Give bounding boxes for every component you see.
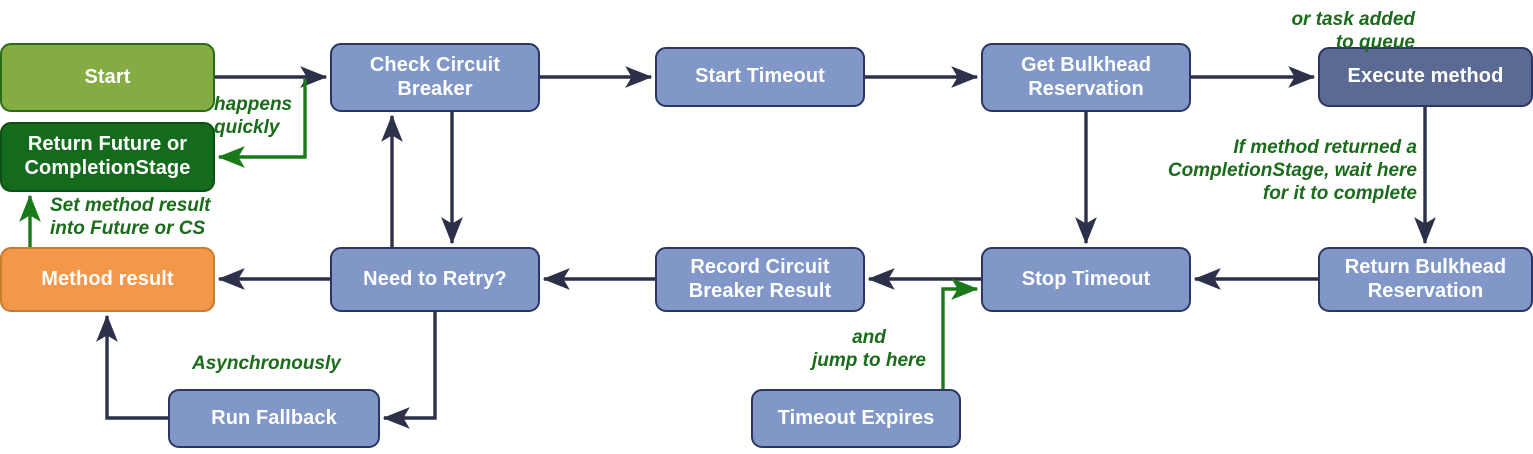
node-start-timeout-label: Start Timeout <box>695 65 825 88</box>
node-record-circuit-breaker-result-label: Record Circuit Breaker Result <box>688 255 832 302</box>
node-execute-method-label: Execute method <box>1347 65 1504 88</box>
node-check-circuit-breaker-label: Check Circuit Breaker <box>369 53 501 100</box>
node-record-circuit-breaker-result[interactable]: Record Circuit Breaker Result <box>655 247 865 312</box>
node-get-bulkhead-reservation-label: Get Bulkhead Reservation <box>1020 53 1152 100</box>
node-start[interactable]: Start <box>0 43 215 112</box>
annotation-and-jump-to-here: and jump to here <box>811 327 926 372</box>
edge-need-retry-to-run-fallback <box>382 312 437 429</box>
annotation-asynchronously: Asynchronously <box>192 353 341 374</box>
edge-start-to-return-future-green <box>217 79 307 168</box>
node-run-fallback[interactable]: Run Fallback <box>168 389 380 448</box>
annotation-if-method-returned-completionstage: If method returned a CompletionStage, wa… <box>1167 137 1417 205</box>
annotation-set-method-result: Set method result into Future or CS <box>50 195 211 240</box>
node-method-result[interactable]: Method result <box>0 247 215 312</box>
node-execute-method[interactable]: Execute method <box>1318 47 1533 107</box>
edge-timeout-expires-to-stop-timeout-green <box>941 278 979 389</box>
node-stop-timeout[interactable]: Stop Timeout <box>981 247 1191 312</box>
node-return-future-label: Return Future or CompletionStage <box>24 133 191 179</box>
node-get-bulkhead-reservation[interactable]: Get Bulkhead Reservation <box>981 43 1191 112</box>
annotation-or-task-added-to-queue: or task added to queue <box>1291 9 1415 54</box>
node-timeout-expires[interactable]: Timeout Expires <box>751 389 961 448</box>
node-run-fallback-label: Run Fallback <box>211 406 337 429</box>
node-stop-timeout-label: Stop Timeout <box>1021 267 1151 290</box>
node-need-to-retry[interactable]: Need to Retry? <box>330 247 540 312</box>
node-timeout-expires-label: Timeout Expires <box>777 406 935 429</box>
node-need-to-retry-label: Need to Retry? <box>363 267 507 290</box>
node-start-timeout[interactable]: Start Timeout <box>655 47 865 107</box>
node-start-label: Start <box>84 65 131 88</box>
annotation-happens-quickly: happens quickly <box>214 94 293 139</box>
node-return-bulkhead-reservation-label: Return Bulkhead Reservation <box>1344 255 1507 302</box>
edge-run-fallback-to-method-result <box>96 314 168 420</box>
node-check-circuit-breaker[interactable]: Check Circuit Breaker <box>330 43 540 112</box>
node-return-bulkhead-reservation[interactable]: Return Bulkhead Reservation <box>1318 247 1533 312</box>
node-return-future-or-completionstage[interactable]: Return Future or CompletionStage <box>0 122 215 192</box>
node-method-result-label: Method result <box>41 267 174 290</box>
